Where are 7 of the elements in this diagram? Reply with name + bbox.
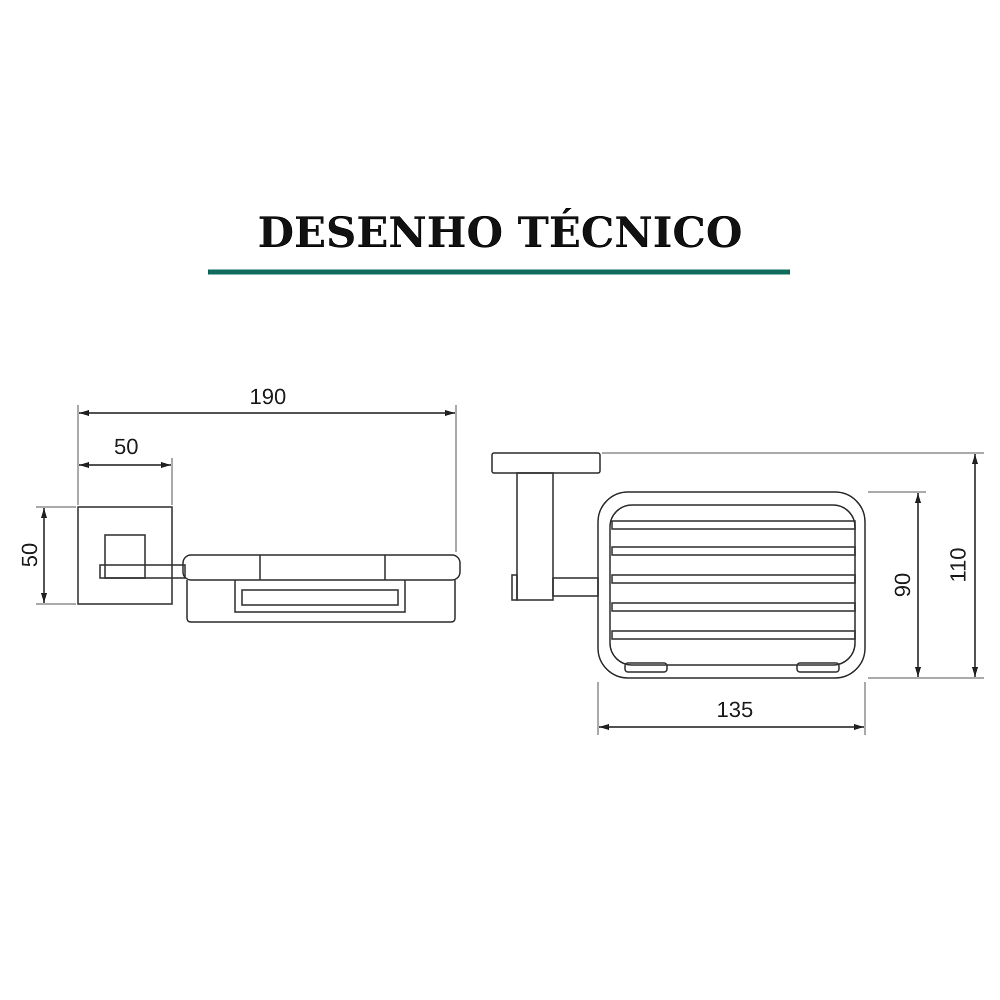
- dimension-value: 50: [114, 436, 138, 458]
- title: DESENHO TÉCNICO: [256, 208, 744, 257]
- dimension-value: 190: [250, 386, 286, 408]
- dimension-value: 110: [947, 547, 970, 583]
- dimension-value: 90: [892, 572, 914, 598]
- dimension-value: 50: [19, 542, 42, 568]
- dimension-value: 135: [716, 699, 754, 721]
